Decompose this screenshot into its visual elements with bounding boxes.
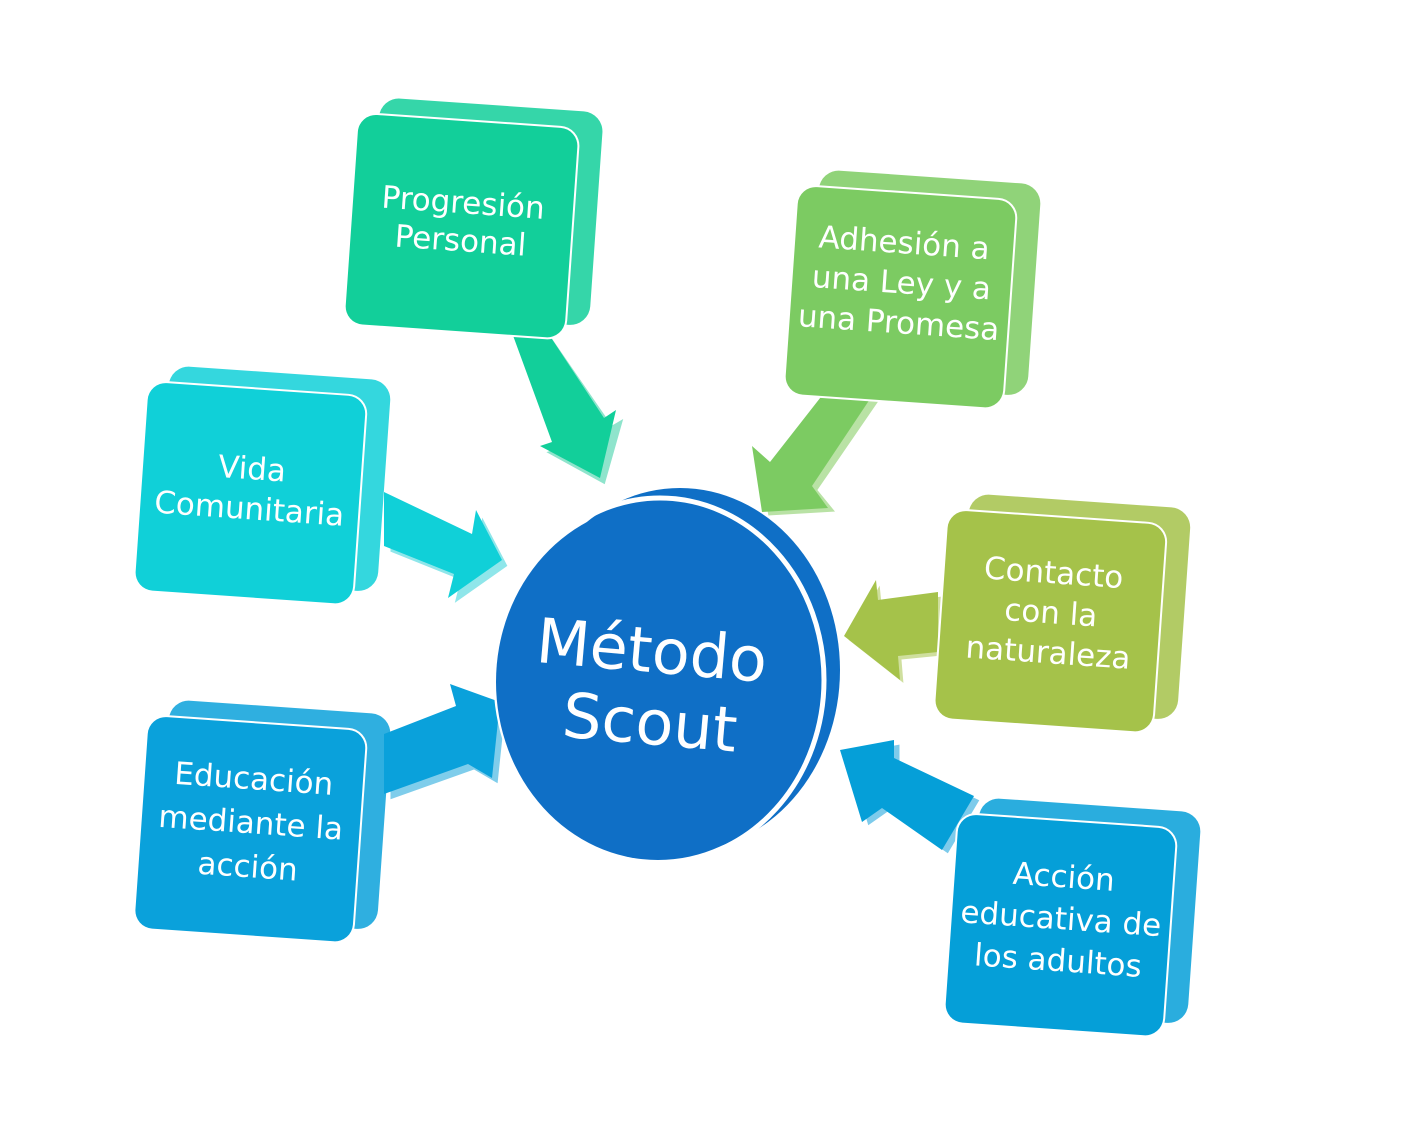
arrow-progresion xyxy=(511,330,625,486)
arrow-vida xyxy=(384,492,509,606)
arrow-educacion xyxy=(384,684,507,801)
arrow-contacto xyxy=(844,580,943,686)
node-progresion: Progresión Personal xyxy=(343,98,603,340)
node-contacto: Contacto con la naturaleza xyxy=(933,494,1191,734)
node-accion: Acción educativa de los adultos xyxy=(943,798,1201,1038)
node-contacto-line2: con la xyxy=(1003,592,1098,634)
node-vida: Vida Comunitaria xyxy=(133,366,391,606)
node-educacion: Educación mediante la acción xyxy=(133,700,391,944)
node-vida-line1: Vida xyxy=(217,449,287,490)
center-node: Método Scout xyxy=(493,488,840,865)
center-title-line2: Scout xyxy=(560,679,741,767)
node-educacion-line3: acción xyxy=(196,846,299,889)
arrow-adhesion xyxy=(752,370,889,517)
arrow-accion xyxy=(840,740,981,855)
node-adhesion: Adhesión a una Ley y a una Promesa xyxy=(783,170,1041,410)
node-accion-line1: Acción xyxy=(1012,856,1116,899)
